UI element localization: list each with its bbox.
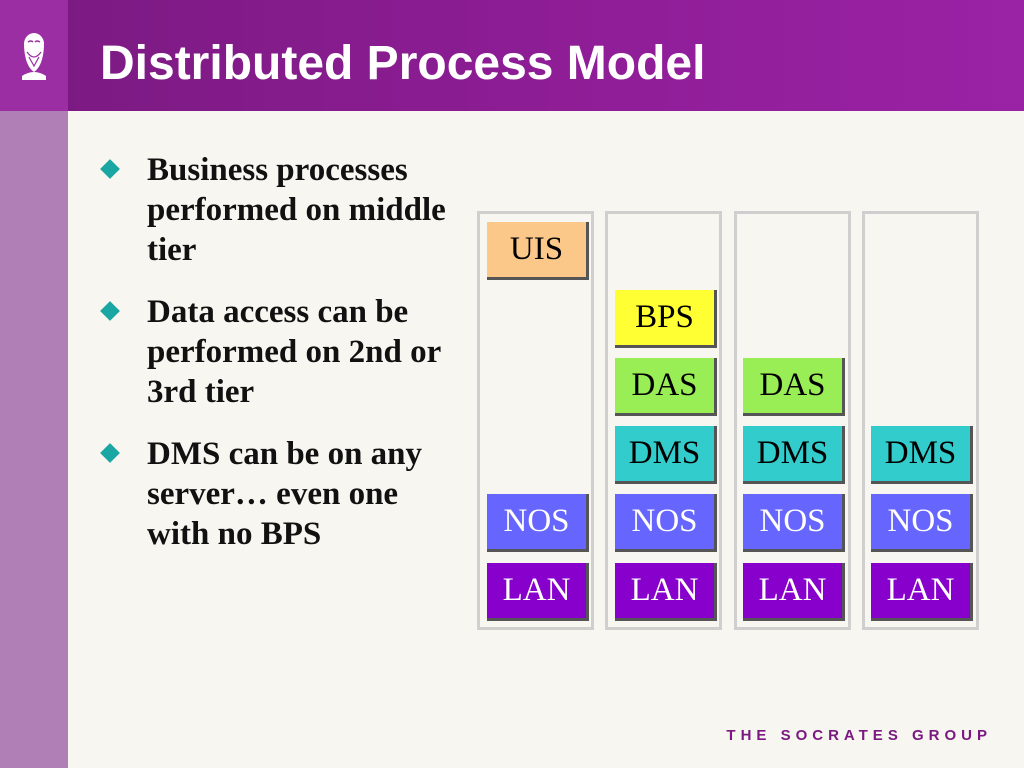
bullet-item: Business processes performed on middle t… [100, 150, 450, 270]
block-dms: DMS [615, 426, 717, 484]
block-dms: DMS [743, 426, 845, 484]
logo [0, 0, 68, 111]
bullet-text: DMS can be on any server… even one with … [147, 436, 423, 552]
slide-header: Distributed Process Model [0, 0, 1024, 111]
block-nos: NOS [615, 494, 717, 552]
left-sidebar-bar [0, 111, 68, 768]
block-das: DAS [743, 358, 845, 416]
block-lan: LAN [615, 563, 717, 621]
diamond-bullet-icon [100, 301, 120, 321]
block-uis: UIS [487, 222, 589, 280]
block-lan: LAN [487, 563, 589, 621]
bullet-item: DMS can be on any server… even one with … [100, 434, 450, 554]
tier-column-4: DMS NOS LAN [862, 211, 979, 630]
diamond-bullet-icon [100, 443, 120, 463]
block-nos: NOS [871, 494, 973, 552]
footer-brand: THE SOCRATES GROUP [726, 727, 992, 744]
bullet-text: Business processes performed on middle t… [147, 152, 446, 268]
bullet-list: Business processes performed on middle t… [100, 150, 450, 576]
block-lan: LAN [743, 563, 845, 621]
bullet-item: Data access can be performed on 2nd or 3… [100, 292, 450, 412]
bullet-text: Data access can be performed on 2nd or 3… [147, 294, 441, 410]
tier-column-3: DAS DMS NOS LAN [734, 211, 851, 630]
block-nos: NOS [487, 494, 589, 552]
diamond-bullet-icon [100, 159, 120, 179]
tier-column-1: UIS NOS LAN [477, 211, 594, 630]
block-lan: LAN [871, 563, 973, 621]
block-dms: DMS [871, 426, 973, 484]
block-das: DAS [615, 358, 717, 416]
block-nos: NOS [743, 494, 845, 552]
tier-column-2: BPS DAS DMS NOS LAN [605, 211, 722, 630]
slide-title: Distributed Process Model [100, 37, 706, 90]
socrates-bust-icon [22, 32, 46, 80]
block-bps: BPS [615, 290, 717, 348]
